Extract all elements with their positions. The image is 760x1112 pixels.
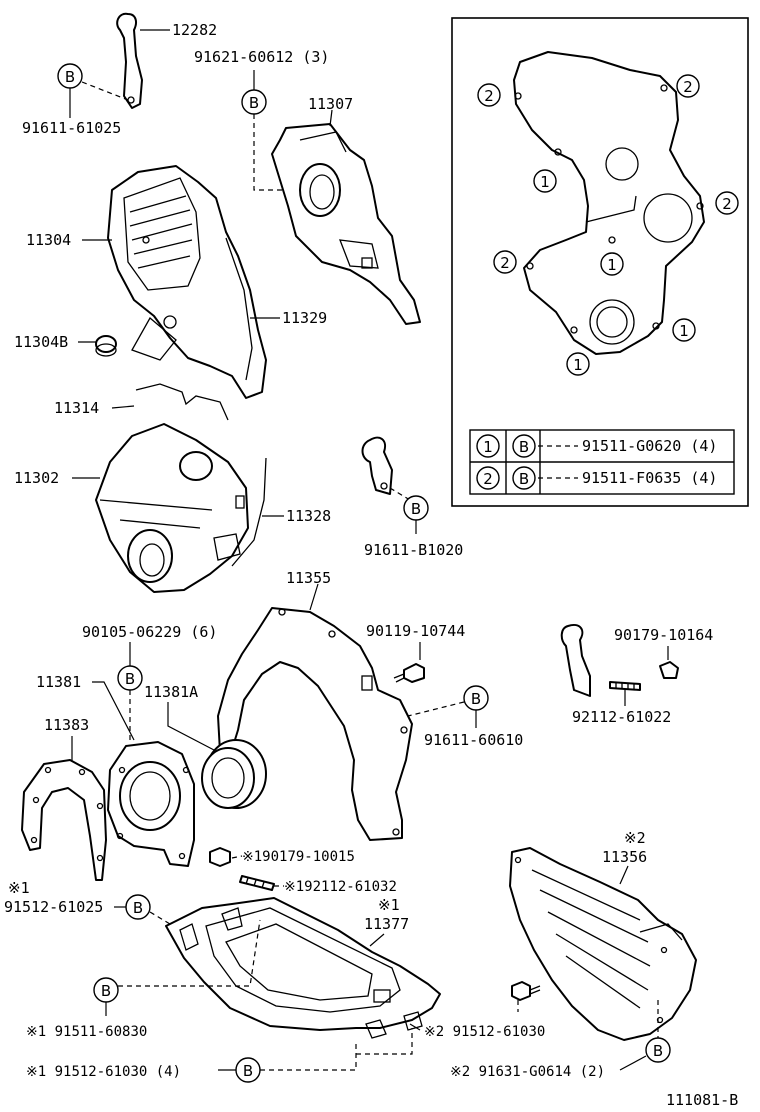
b-marker-90105-06229: B	[117, 665, 143, 691]
label-11329: 11329	[282, 309, 327, 327]
svg-text:B: B	[125, 670, 135, 688]
inset-callout-2-right: 2	[715, 191, 739, 215]
svg-text:2: 2	[500, 254, 510, 272]
svg-text:1: 1	[679, 322, 689, 340]
label-90179-10015: ※190179-10015	[242, 849, 355, 865]
label-90179-10164: 90179-10164	[614, 626, 713, 644]
label-11304: 11304	[26, 231, 71, 249]
svg-text:1: 1	[483, 438, 493, 456]
svg-text:B: B	[411, 500, 421, 518]
note-1-b: ※1	[378, 896, 400, 914]
svg-text:B: B	[519, 470, 529, 488]
label-11381a: 11381A	[144, 683, 198, 701]
stud-92112-61032	[239, 875, 275, 891]
bolt-90119-10744	[393, 663, 425, 683]
label-90119-10744: 90119-10744	[366, 622, 465, 640]
inset-row-1-part: 91511-G0620 (4)	[582, 437, 717, 455]
svg-text:2: 2	[483, 470, 493, 488]
inset-callout-1-right: 1	[672, 318, 696, 342]
label-11355: 11355	[286, 569, 331, 587]
inset-callout-1-center: 1	[600, 252, 624, 276]
svg-text:2: 2	[683, 78, 693, 96]
inset-callout-1-bottom: 1	[566, 352, 590, 376]
svg-text:B: B	[249, 94, 259, 112]
label-11314: 11314	[54, 399, 99, 417]
svg-text:B: B	[133, 899, 143, 917]
label-91512-61025: 91512-61025	[4, 898, 103, 916]
label-91511-60830: ※1 91511-60830	[26, 1024, 147, 1040]
svg-text:B: B	[101, 982, 111, 1000]
gasket-11328	[231, 457, 267, 567]
b-marker-91621-60612: B	[241, 89, 267, 115]
note-2-a: ※2	[624, 829, 646, 847]
label-90105-06229: 90105-06229 (6)	[82, 623, 217, 641]
label-91621-60612: 91621-60612 (3)	[194, 48, 329, 66]
label-11377: 11377	[364, 915, 409, 933]
svg-text:B: B	[65, 68, 75, 86]
label-91512-61030-b: ※1 91512-61030 (4)	[26, 1064, 181, 1080]
svg-text:B: B	[243, 1062, 253, 1080]
bolt-91512-61030	[511, 981, 541, 1001]
svg-text:1: 1	[607, 256, 617, 274]
seal-11381a	[201, 739, 267, 809]
inset-row-2-mark: B	[512, 466, 536, 490]
inset-callout-2-tr: 2	[676, 74, 700, 98]
plug-11304b	[95, 335, 117, 357]
plate-11356	[509, 847, 697, 1041]
label-92112-61032: ※192112-61032	[284, 879, 397, 895]
inset-callout-2-tl: 2	[477, 83, 501, 107]
retainer-11381	[107, 741, 195, 867]
gasket-11314	[135, 383, 229, 421]
b-marker-91611-60610: B	[463, 685, 489, 711]
svg-text:1: 1	[573, 356, 583, 374]
note-1-a: ※1	[8, 879, 30, 897]
timing-cover-11307	[271, 123, 421, 325]
b-marker-91511-60830: B	[93, 977, 119, 1003]
gasket-11383	[21, 759, 107, 881]
inset-row-2-part: 91511-F0635 (4)	[582, 469, 717, 487]
nut-90179-10164	[659, 661, 679, 679]
label-11304b: 11304B	[14, 333, 68, 351]
inset-callout-1-left: 1	[533, 169, 557, 193]
bracket-12282	[116, 12, 143, 109]
inset-table: 1 B 91511-G0620 (4) 2 B 91511-F0635 (4)	[469, 429, 735, 495]
inset-row-1-num: 1	[476, 434, 500, 458]
b-marker-91512-61030: B	[235, 1057, 261, 1083]
label-91512-61030-a: ※2 91512-61030	[424, 1024, 545, 1040]
label-92112-61022: 92112-61022	[572, 708, 671, 726]
svg-text:1: 1	[540, 173, 550, 191]
svg-text:2: 2	[722, 195, 732, 213]
svg-text:2: 2	[484, 87, 494, 105]
svg-text:B: B	[471, 690, 481, 708]
timing-cover-11302	[95, 423, 249, 593]
bracket-91611-b1020	[361, 436, 393, 495]
label-11328: 11328	[286, 507, 331, 525]
label-11307: 11307	[308, 95, 353, 113]
label-91611-b1020: 91611-B1020	[364, 541, 463, 559]
inset-row-1-mark: B	[512, 434, 536, 458]
b-marker-91611-61025: B	[57, 63, 83, 89]
b-marker-91611-b1020: B	[403, 495, 429, 521]
nut-90179-10015	[209, 847, 231, 867]
timing-cover-11304	[107, 165, 267, 399]
label-11302: 11302	[14, 469, 59, 487]
label-11381: 11381	[36, 673, 81, 691]
diagram-id: 111081-B	[666, 1091, 738, 1109]
inset-panel: 2 2 1 2 2 1 1 1 1 B 91511-G0620 (4) 2 B …	[451, 17, 749, 507]
label-11383: 11383	[44, 716, 89, 734]
bracket-92112-61022	[560, 624, 641, 697]
svg-text:B: B	[653, 1042, 663, 1060]
inset-row-2-num: 2	[476, 466, 500, 490]
b-marker-91631-g0614: B	[645, 1037, 671, 1063]
b-marker-91512-61025: B	[125, 894, 151, 920]
oil-pan-11377	[165, 897, 441, 1039]
label-12282: 12282	[172, 21, 217, 39]
label-11356: 11356	[602, 848, 647, 866]
label-91631-g0614: ※2 91631-G0614 (2)	[450, 1064, 605, 1080]
label-91611-61025: 91611-61025	[22, 119, 121, 137]
inset-callout-2-left: 2	[493, 250, 517, 274]
svg-text:B: B	[519, 438, 529, 456]
label-91611-60610: 91611-60610	[424, 731, 523, 749]
